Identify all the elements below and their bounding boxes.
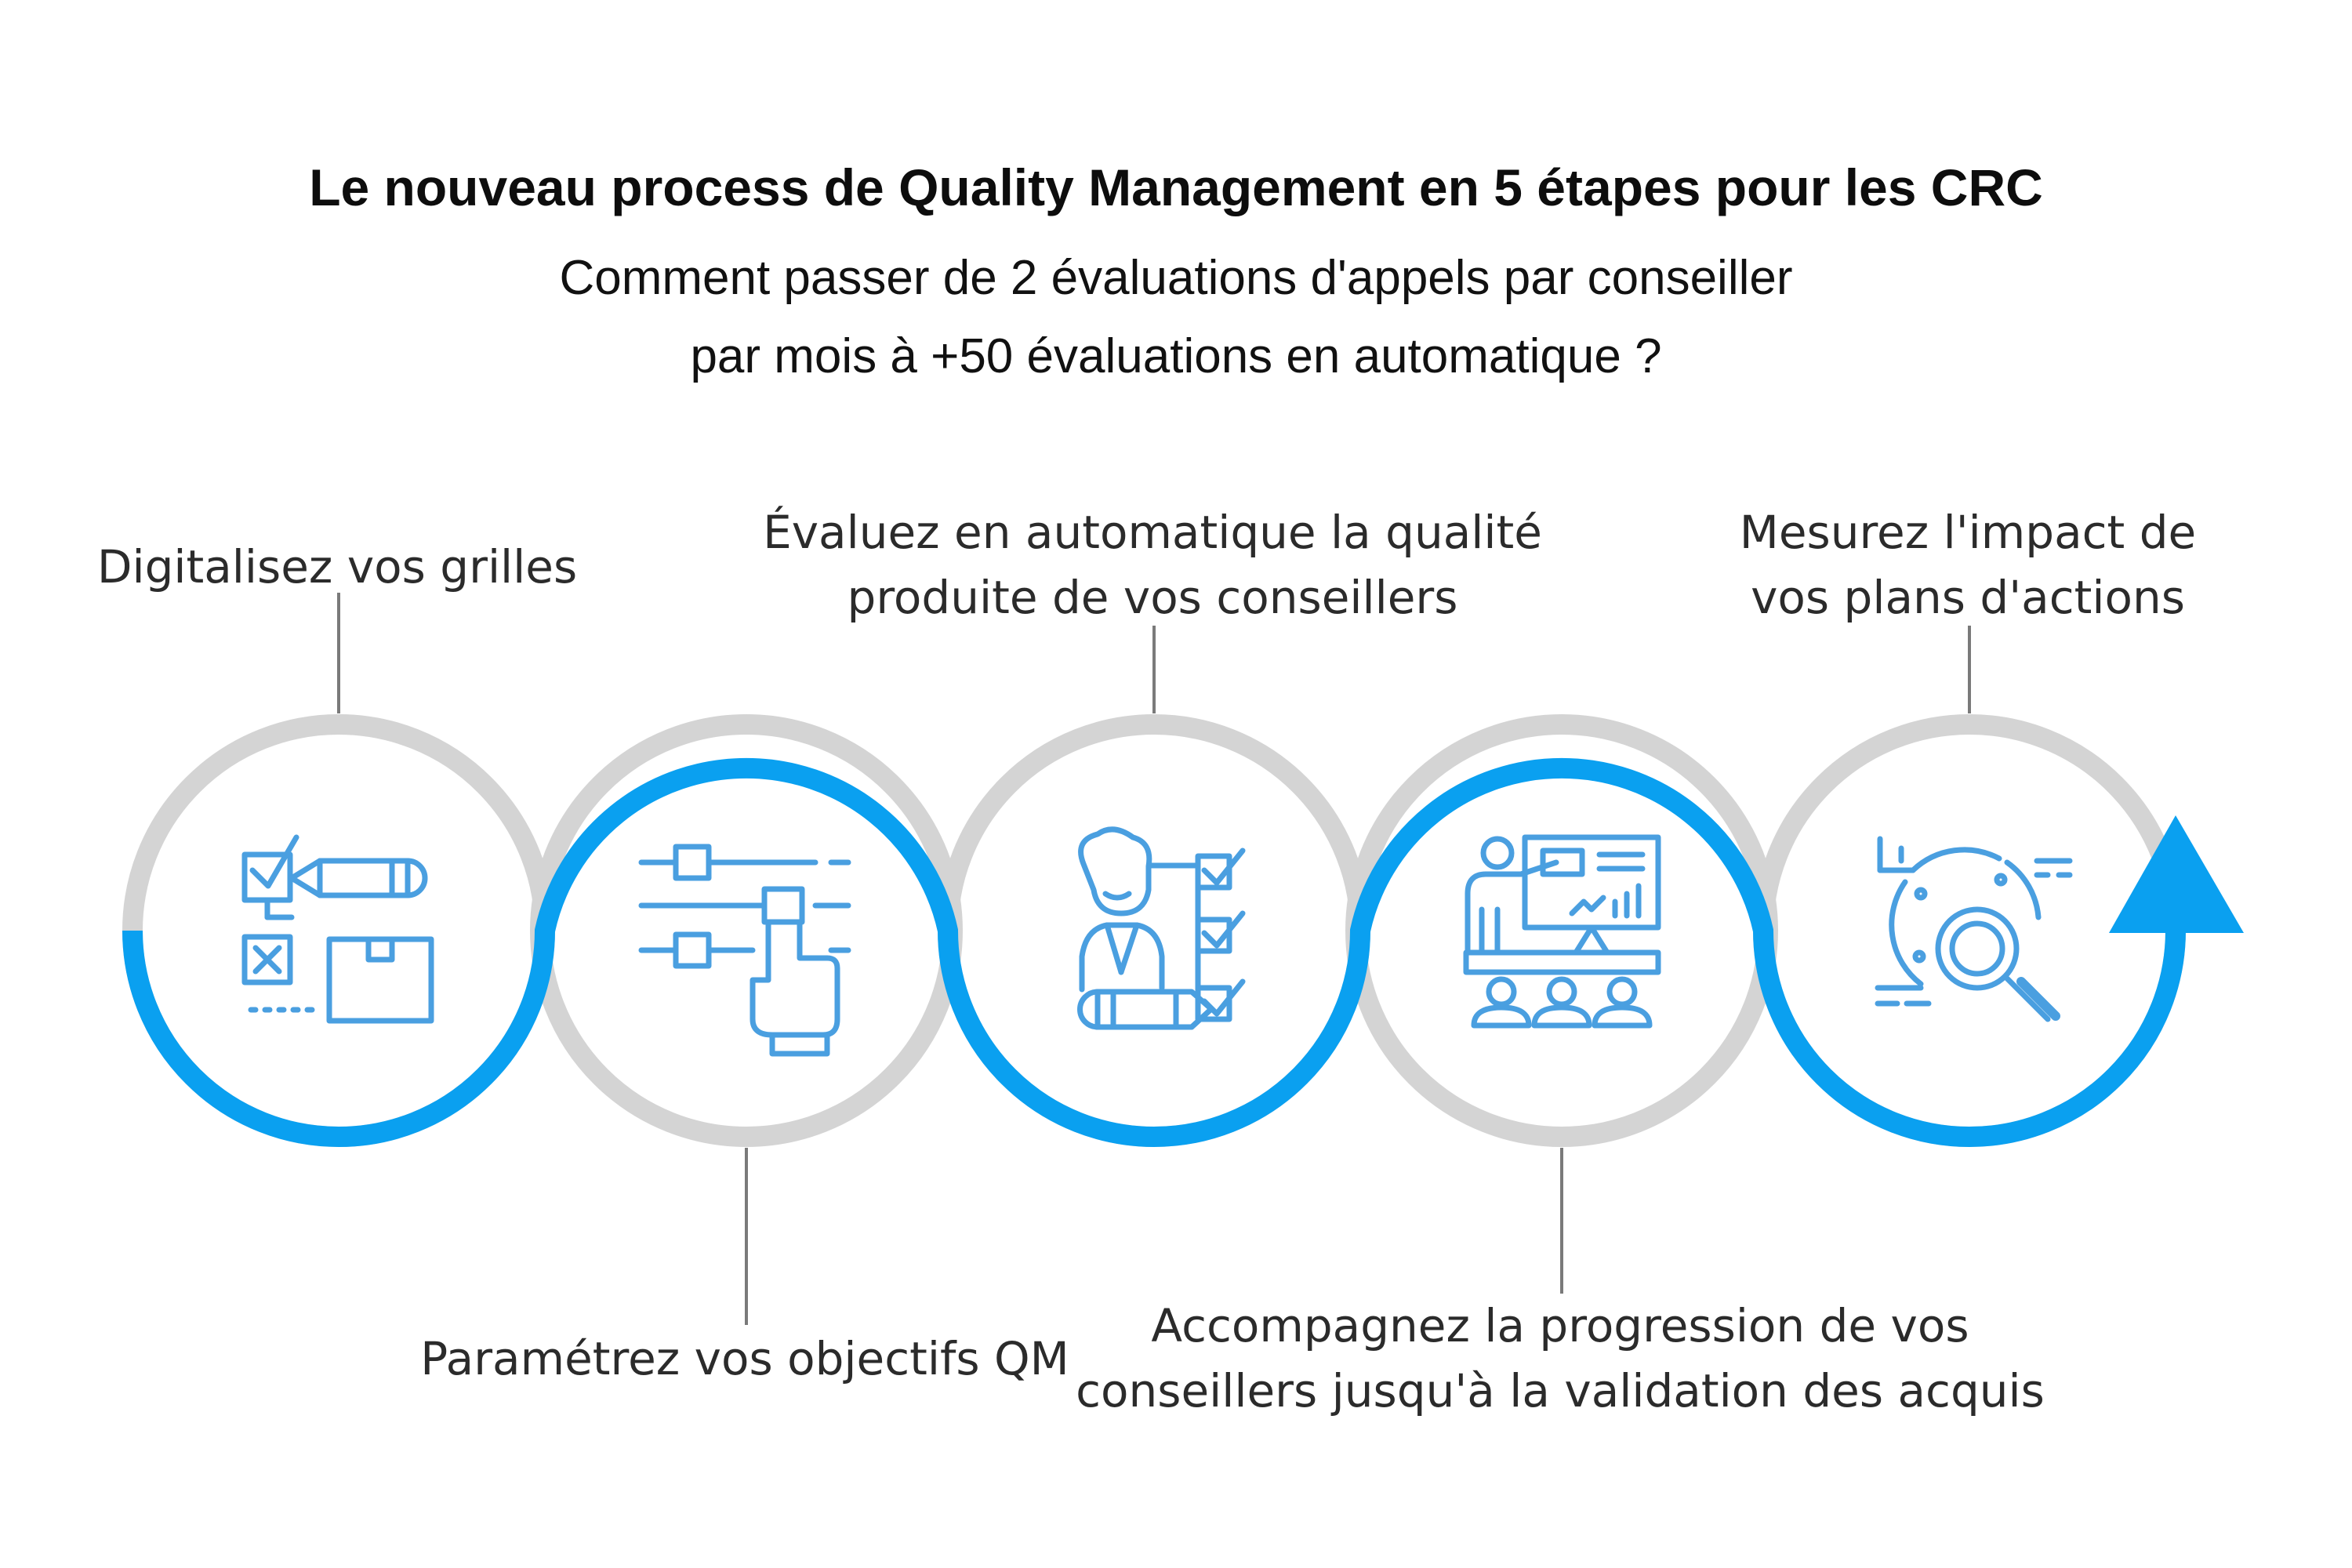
connector-lines (337, 593, 1971, 1325)
step-2-label-line-1: Paramétrez vos objectifs QM (420, 1332, 1069, 1385)
agent-checklist-icon (1077, 826, 1246, 1030)
gray-rings (122, 714, 2186, 1147)
step-3-label: Évaluez en automatique la qualité produi… (682, 500, 1623, 630)
step-5-label: Mesurez l'impact de vos plans d'actions (1654, 500, 2281, 630)
step-5-label-line-2: vos plans d'actions (1751, 571, 2185, 624)
page-subtitle-line-2: par mois à +50 évaluations en automatiqu… (690, 329, 1662, 383)
step-4-label-line-2: conseillers jusqu'à la validation des ac… (1076, 1364, 2045, 1417)
step-3-label-line-1: Évaluez en automatique la qualité (763, 506, 1542, 559)
sliders-hand-icon (638, 844, 851, 1057)
page-title: Le nouveau process de Quality Management… (309, 158, 2043, 216)
analytics-magnifier-icon (1875, 836, 2073, 1022)
ring-gray-2 (530, 714, 963, 1147)
ring-gray-4 (1345, 714, 1778, 1147)
step-5-label-line-1: Mesurez l'impact de (1739, 506, 2197, 559)
checklist-pencil-icon (241, 834, 434, 1024)
presentation-audience-icon (1463, 834, 1661, 1029)
step-4-label: Accompagnez la progression de vos consei… (1051, 1294, 2070, 1424)
step-3-label-line-2: produite de vos conseillers (847, 571, 1458, 624)
arrow-head-icon (2109, 815, 2244, 933)
blue-flow-path (122, 757, 2186, 1147)
step-2-label: Paramétrez vos objectifs QM (353, 1327, 1137, 1392)
step-4-label-line-1: Accompagnez la progression de vos (1151, 1299, 1969, 1352)
step-1-label: Digitalisez vos grilles (47, 535, 627, 600)
step-1-label-line-1: Digitalisez vos grilles (96, 540, 578, 593)
page-subtitle-line-1: Comment passer de 2 évaluations d'appels… (559, 251, 1793, 305)
